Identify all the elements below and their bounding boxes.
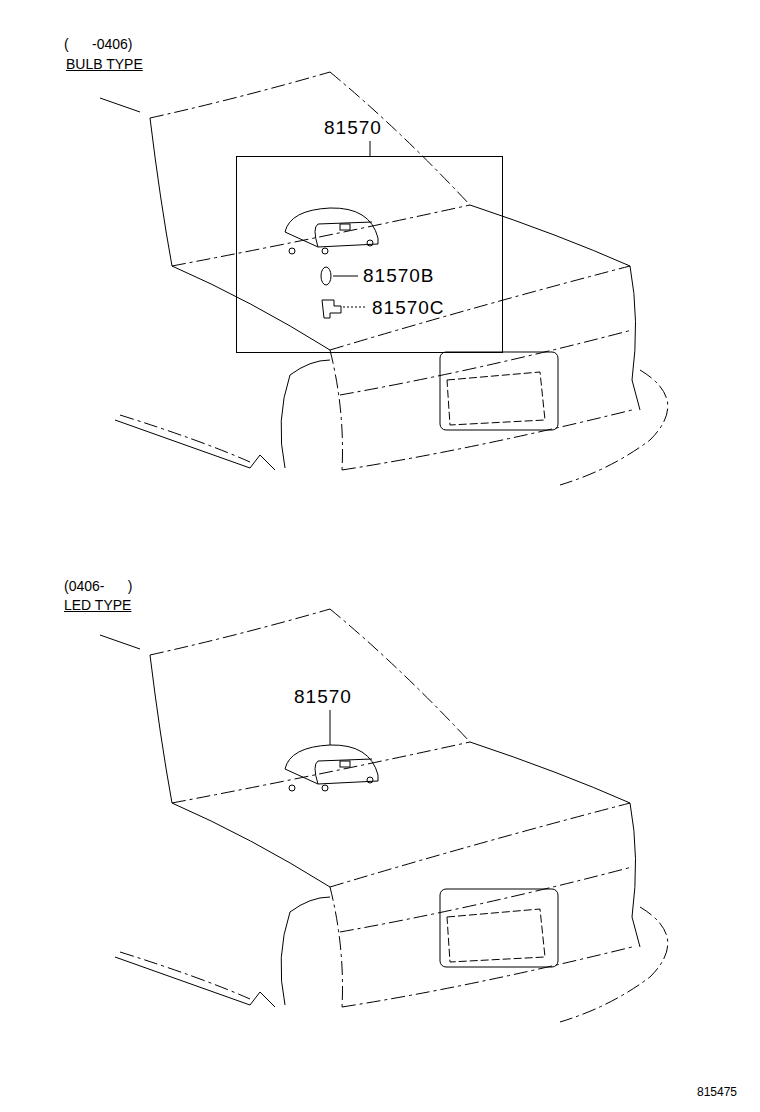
socket-part: [322, 300, 341, 318]
callout-number: 81570: [294, 687, 352, 708]
callout-number: 81570: [324, 118, 382, 139]
bulb-part: [321, 267, 331, 285]
callout-number: 81570C: [372, 298, 445, 319]
leader-line: [333, 276, 358, 277]
leader-line: [343, 307, 367, 308]
date-range: (0406- ): [64, 579, 132, 594]
figure-number: 815475: [697, 1086, 737, 1099]
leader-line: [330, 710, 331, 745]
variant-heading: LED TYPE: [64, 598, 131, 613]
part-group-box: 8157081570B81570C: [236, 156, 503, 353]
callout-number: 81570B: [363, 266, 435, 287]
variant-heading: BULB TYPE: [66, 57, 143, 72]
leader-line: [370, 141, 371, 156]
car-rear-led: [100, 609, 668, 1022]
car-rear-bulb: [100, 72, 668, 485]
date-range: ( -0406): [64, 37, 132, 52]
